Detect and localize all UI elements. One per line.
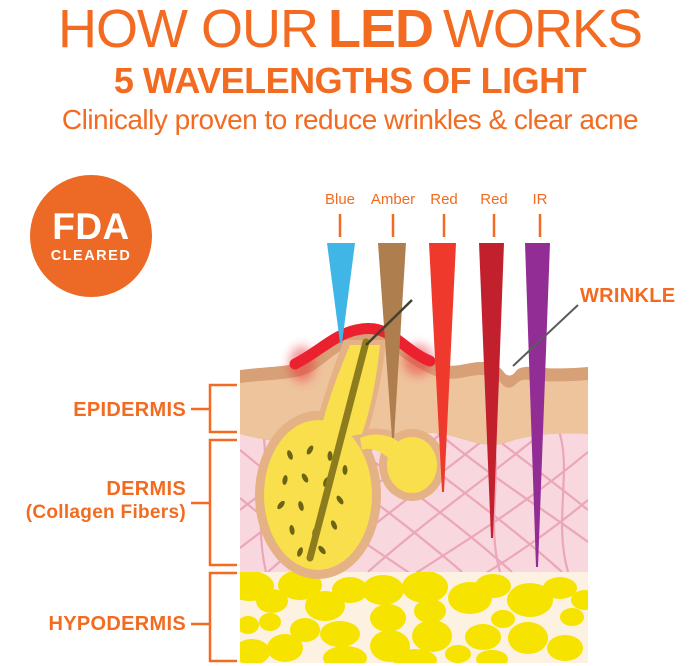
title-suffix: WORKS [442, 0, 643, 59]
tagline: Clinically proven to reduce wrinkles & c… [61, 104, 639, 135]
fda-badge-line1: FDA [52, 206, 130, 247]
beam-label-deep-red: Red [480, 191, 508, 208]
beam-ticks [338, 214, 542, 237]
hypodermis-label: HYPODERMIS [48, 613, 186, 635]
hair-tip [365, 299, 413, 346]
dermis-label-main: DERMIS [106, 478, 186, 500]
beam-ir [525, 243, 550, 567]
wrinkle-pointer-line [512, 304, 579, 367]
dermis-label-sub: (Collagen Fibers) [25, 502, 186, 523]
fda-cleared-badge: FDA CLEARED [30, 175, 152, 297]
inflammation-band [289, 322, 436, 370]
dermis-label: DERMIS (Collagen Fibers) [26, 478, 186, 524]
title-prefix: HOW OUR [58, 0, 319, 59]
hypodermis-bracket [208, 571, 237, 663]
beam-label-ir: IR [532, 191, 548, 208]
epidermis-label: EPIDERMIS [73, 399, 186, 421]
fda-badge-line2: CLEARED [50, 248, 132, 264]
fat-cells [240, 572, 588, 663]
dermis-bracket [208, 438, 237, 567]
hair-shaft [306, 338, 370, 562]
layer-brackets [191, 383, 237, 663]
beam-amber [378, 243, 406, 438]
beam-blue [327, 243, 355, 343]
beam-deep-red [479, 243, 504, 538]
epidermis-bracket [208, 383, 237, 434]
beam-red [429, 243, 456, 492]
wrinkle-label: WRINKLE [580, 285, 676, 307]
title-led: LED [327, 0, 434, 59]
subtitle: 5 WAVELENGTHS OF LIGHT [113, 60, 587, 101]
beam-label-red: Red [430, 191, 458, 208]
beam-label-blue: Blue [324, 191, 356, 208]
beam-label-amber: Amber [370, 191, 416, 208]
